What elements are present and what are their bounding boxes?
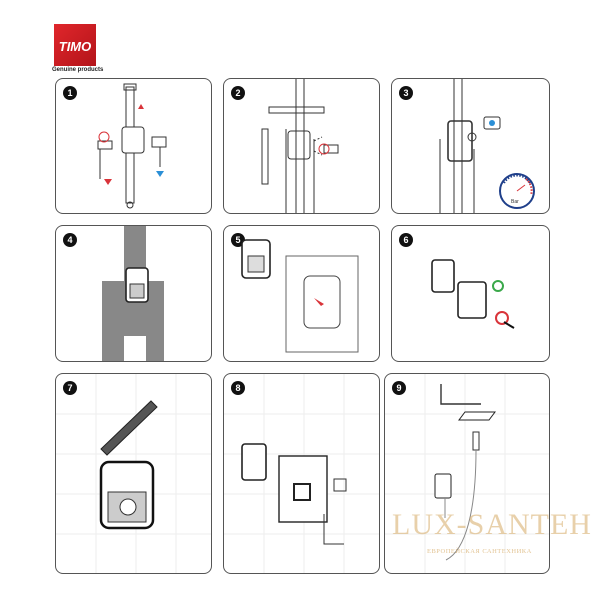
step-number: 3 [399, 86, 413, 100]
step-number: 1 [63, 86, 77, 100]
step-9-panel: 9 [384, 373, 550, 574]
completed-shower-illustration [385, 374, 549, 573]
step-5-panel: 5 [223, 225, 380, 362]
wall-embedding-illustration [102, 226, 164, 361]
handle-removal-illustration [431, 259, 515, 329]
watermark-subtitle: ЕВРОПЕЙСКАЯ САНТЕХНИКА [427, 548, 532, 555]
cover-plate-illustration [241, 239, 359, 353]
step-number: 8 [231, 381, 245, 395]
valve-connection-illustration [97, 83, 167, 209]
step-number: 2 [231, 86, 245, 100]
brand-tagline: Genuine products [52, 67, 104, 73]
step-number: 6 [399, 233, 413, 247]
mounting-illustration [261, 79, 339, 213]
timo-logo: TIMO [54, 24, 96, 66]
watermark-title: LUX-SANTEH [392, 508, 592, 541]
trim-cutting-illustration [56, 374, 211, 573]
step-6-panel: 6 [391, 225, 550, 362]
gauge-unit: Bar [511, 199, 519, 205]
step-4-panel: 4 [55, 225, 212, 362]
step-8-panel: 8 [223, 373, 380, 574]
step-number: 4 [63, 233, 77, 247]
step-3-panel: 3 Bar [391, 78, 550, 214]
final-assembly-illustration [224, 374, 379, 573]
step-7-panel: 7 [55, 373, 212, 574]
pressure-test-illustration [439, 79, 535, 213]
step-1-panel: 1 [55, 78, 212, 214]
step-number: 7 [63, 381, 77, 395]
step-2-panel: 2 [223, 78, 380, 214]
step-number: 9 [392, 381, 406, 395]
